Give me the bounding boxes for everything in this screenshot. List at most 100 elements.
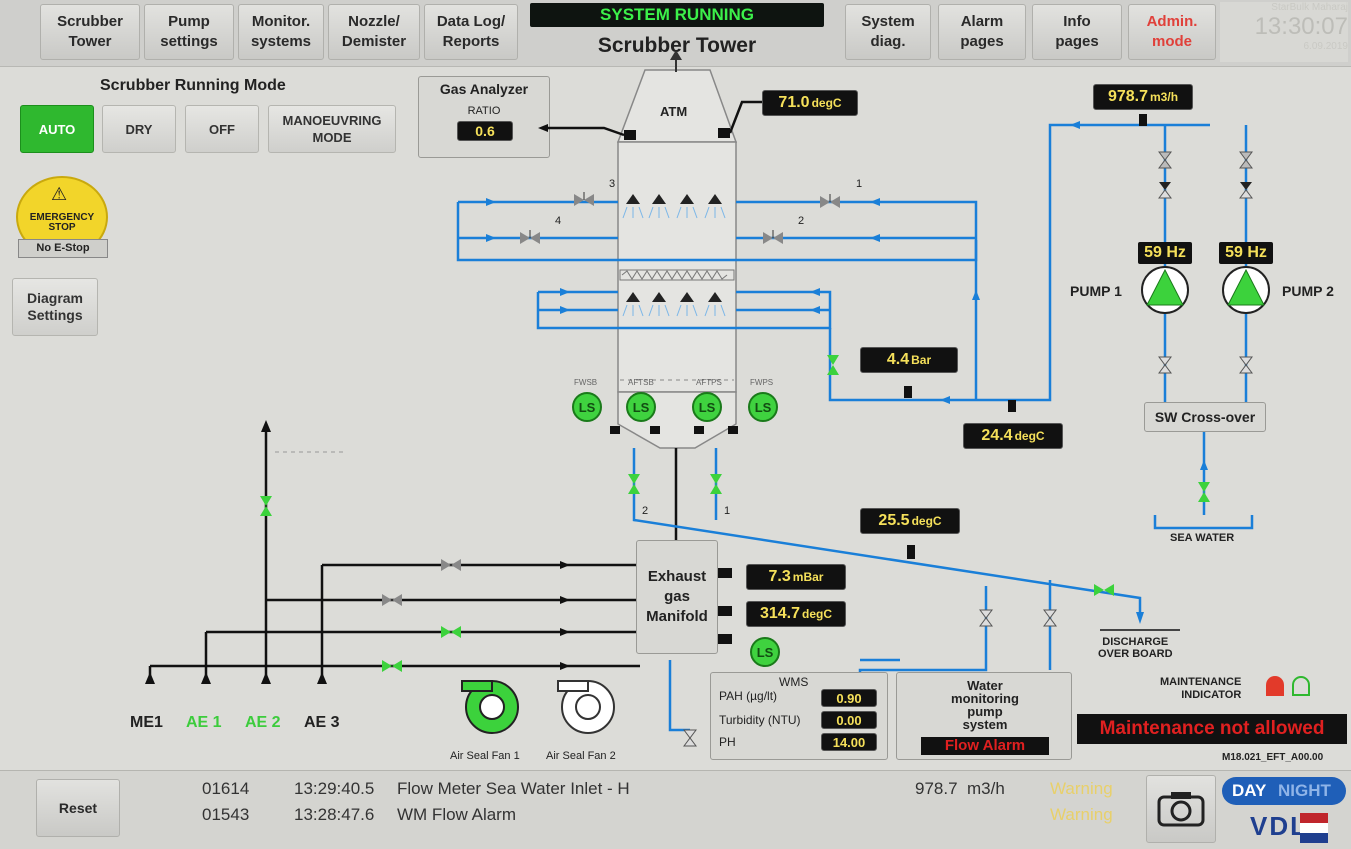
mode-manoeuvring-button[interactable]: MANOEUVRING MODE: [268, 105, 396, 153]
alarm-level: Warning: [1050, 779, 1113, 798]
nav-data-log-button[interactable]: Data Log/ Reports: [424, 4, 518, 60]
day-night-toggle[interactable]: DAY NIGHT: [1222, 777, 1346, 805]
valve-number-1: 1: [856, 178, 863, 190]
brand-logo: VDL: [1250, 811, 1308, 841]
manifold-temp-value: 314.7: [759, 605, 801, 622]
ratio-label: RATIO: [467, 105, 501, 117]
level-switch-fwps[interactable]: LS: [748, 392, 778, 422]
camera-icon: [1157, 792, 1205, 827]
reset-button[interactable]: Reset: [36, 779, 120, 837]
maintenance-green-lamp-icon: [1292, 676, 1310, 696]
wms-turbidity-value: 0.00: [821, 711, 877, 729]
day-label: DAY: [1232, 781, 1267, 800]
flow-unit: m3/h: [1150, 90, 1179, 104]
alarm-time: 13:29:40.5: [294, 779, 375, 798]
maintenance-indicator-label: MAINTENANCE INDICATOR: [1160, 676, 1242, 701]
drain-number-1: 1: [724, 505, 731, 517]
diagram-settings-button[interactable]: Diagram Settings: [12, 278, 98, 336]
pressure-unit: Bar: [911, 353, 932, 367]
alarm-code: 01543: [202, 805, 250, 824]
manifold-pressure-value: 7.3: [768, 568, 791, 585]
flow-alarm-indicator: Flow Alarm: [921, 737, 1049, 755]
engine-ae3-label: AE 3: [304, 714, 340, 731]
running-mode-title: Scrubber Running Mode: [100, 77, 286, 94]
warning-icon: ⚠: [51, 184, 68, 204]
night-label: NIGHT: [1278, 781, 1331, 800]
nav-pump-settings-button[interactable]: Pump settings: [144, 4, 234, 60]
level-switch-aftps[interactable]: LS: [692, 392, 722, 422]
top-navigation-bar: Scrubber Tower Pump settings Monitor. sy…: [0, 0, 1351, 67]
water-monitoring-panel[interactable]: Water monitoring pump system Flow Alarm: [896, 672, 1072, 760]
discharge-temp-value: 25.5: [878, 512, 910, 529]
discharge-overboard-label: DISCHARGE OVER BOARD: [1098, 636, 1173, 660]
mode-dry-button[interactable]: DRY: [102, 105, 176, 153]
alarm-value: 978.7 m3/h: [915, 779, 1005, 798]
ls-tag-aftps: AFTPS: [696, 378, 722, 387]
alarm-text[interactable]: Flow Meter Sea Water Inlet - H: [397, 779, 630, 798]
pump-symbols: [1141, 266, 1270, 314]
nav-nozzle-demister-button[interactable]: Nozzle/ Demister: [328, 4, 420, 60]
gas-analyzer-panel: Gas Analyzer RATIO 0.6: [418, 76, 550, 158]
wms-ph-value: 14.00: [821, 733, 877, 751]
alarm-text[interactable]: WM Flow Alarm: [397, 805, 516, 824]
fan-2-icon: [557, 680, 615, 734]
valve-number-2: 2: [798, 215, 805, 227]
clock-time: 13:30:07: [1254, 13, 1348, 40]
camera-button[interactable]: [1146, 775, 1216, 843]
nav-scrubber-tower-button[interactable]: Scrubber Tower: [40, 4, 140, 60]
wms-turbidity-label: Turbidity (NTU): [719, 713, 801, 727]
alarm-time: 13:28:47.6: [294, 805, 375, 824]
pump-1-label[interactable]: PUMP 1: [1070, 283, 1122, 299]
maintenance-status: Maintenance not allowed: [1077, 714, 1347, 744]
engine-ae2-label: AE 2: [245, 714, 281, 731]
wms-pah-label: PAH (µg/lt): [719, 689, 778, 703]
engine-me1-label: ME1: [130, 714, 163, 731]
valve-number-3: 3: [609, 178, 616, 190]
fan-2-label[interactable]: Air Seal Fan 2: [546, 750, 616, 762]
nav-system-diag-button[interactable]: System diag.: [845, 4, 931, 60]
pump-1-frequency: 59 Hz: [1138, 242, 1192, 264]
manifold-pressure-unit: mBar: [792, 570, 824, 584]
pump-2-label[interactable]: PUMP 2: [1282, 283, 1334, 299]
flow-value: 978.7: [1107, 88, 1149, 105]
mode-auto-button[interactable]: AUTO: [20, 105, 94, 153]
manifold-temp-unit: degC: [802, 607, 833, 621]
alarm-level: Warning: [1050, 805, 1113, 824]
estop-status: No E-Stop: [18, 239, 108, 258]
nav-alarm-pages-button[interactable]: Alarm pages: [938, 4, 1026, 60]
level-switch-fwsb[interactable]: LS: [572, 392, 602, 422]
atm-temp-value: 71.0: [778, 94, 810, 111]
manifold-level-switch[interactable]: LS: [750, 637, 780, 667]
nav-info-pages-button[interactable]: Info pages: [1032, 4, 1122, 60]
sw-crossover-button[interactable]: SW Cross-over: [1144, 402, 1266, 432]
wms-pah-value: 0.90: [821, 689, 877, 707]
ls-tag-fwsb: FWSB: [574, 378, 598, 387]
nav-monitor-systems-button[interactable]: Monitor. systems: [238, 4, 324, 60]
mode-off-button[interactable]: OFF: [185, 105, 259, 153]
nav-admin-mode-button[interactable]: Admin. mode: [1128, 4, 1216, 60]
wms-ph-label: PH: [719, 735, 736, 749]
page-title: Scrubber Tower: [597, 34, 757, 57]
emergency-stop-button[interactable]: ⚠ EMERGENCY STOP No E-Stop: [16, 176, 108, 262]
system-status-banner: SYSTEM RUNNING: [530, 3, 824, 27]
return-temp-value: 24.4: [981, 427, 1013, 444]
maintenance-red-lamp-icon: [1266, 676, 1284, 696]
gas-analyzer-title: Gas Analyzer: [439, 81, 529, 97]
fan-1-label[interactable]: Air Seal Fan 1: [450, 750, 520, 762]
exhaust-gas-manifold[interactable]: Exhaust gas Manifold: [636, 540, 718, 654]
pump-2-frequency: 59 Hz: [1219, 242, 1273, 264]
ls-tag-fwps: FWPS: [750, 378, 774, 387]
valves: [260, 151, 1253, 747]
clock-panel: StarBulk Maharaj 13:30:07 6.09.2019: [1220, 2, 1348, 62]
return-temp-unit: degC: [1014, 429, 1045, 443]
level-switch-aftsb[interactable]: LS: [626, 392, 656, 422]
clock-date: 6.09.2019: [1303, 41, 1349, 52]
atm-temp-unit: degC: [811, 96, 842, 110]
alarm-code: 01614: [202, 779, 250, 798]
valve-number-4: 4: [555, 215, 562, 227]
